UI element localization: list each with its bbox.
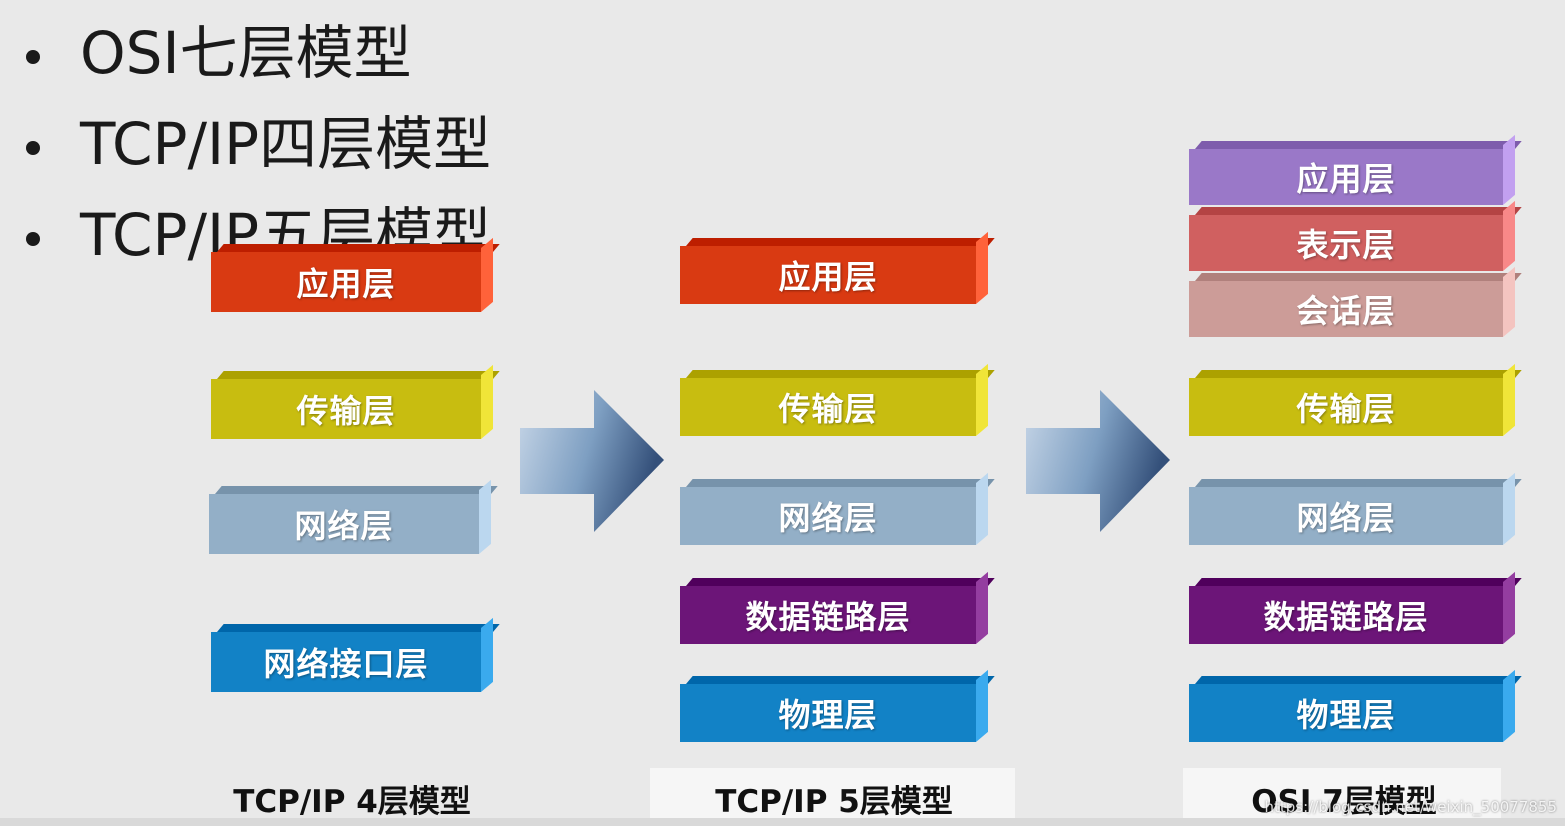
- osi7-layer-network: 网络层: [1189, 472, 1522, 545]
- bullet-dot-icon: [26, 140, 40, 155]
- tcpip5-caption: TCP/IP 5层模型: [715, 784, 953, 820]
- bullet-dot-icon: [26, 231, 40, 246]
- tcpip5-layer-application: 应用层: [680, 231, 995, 304]
- osi7-layer-session: 会话层: [1189, 266, 1522, 337]
- tcpip4-layer-network: 网络层: [209, 479, 498, 554]
- right-arrow-icon: [1026, 390, 1170, 532]
- tcpip4-caption: TCP/IP 4层模型: [233, 784, 471, 820]
- osi7-layer-presentation: 表示层: [1189, 200, 1522, 271]
- caption-background: [650, 768, 1015, 826]
- osi7-layer-application: 应用层: [1189, 134, 1522, 205]
- bullet-item: OSI七层模型: [18, 8, 491, 99]
- tcpip4-layer-interface: 网络接口层: [211, 617, 500, 692]
- bullet-dot-icon: [26, 49, 40, 64]
- osi7-caption: OSI 7层模型: [1251, 784, 1437, 820]
- tcpip5-layer-datalink: 数据链路层: [680, 571, 995, 644]
- caption-background: [1183, 768, 1501, 826]
- osi7-layer-physical: 物理层: [1189, 669, 1522, 742]
- tcpip5-layer-transport: 传输层: [680, 363, 995, 436]
- tcpip4-layer-application: 应用层: [211, 237, 500, 312]
- tcpip5-layer-network: 网络层: [680, 472, 995, 545]
- right-arrow-icon: [520, 390, 664, 532]
- watermark: https://blog.csdn.net/weixin_50077855: [1264, 798, 1557, 816]
- tcpip4-layer-transport: 传输层: [211, 364, 500, 439]
- tcpip5-layer-physical: 物理层: [680, 669, 995, 742]
- bullet-list: OSI七层模型 TCP/IP四层模型 TCP/IP五层模型: [18, 8, 491, 281]
- bullet-item: TCP/IP四层模型: [18, 99, 491, 190]
- osi7-layer-transport: 传输层: [1189, 363, 1522, 436]
- bullet-text: TCP/IP四层模型: [80, 110, 492, 178]
- osi7-layer-datalink: 数据链路层: [1189, 571, 1522, 644]
- bullet-text: OSI七层模型: [80, 19, 412, 87]
- bottom-bar: [0, 818, 1565, 826]
